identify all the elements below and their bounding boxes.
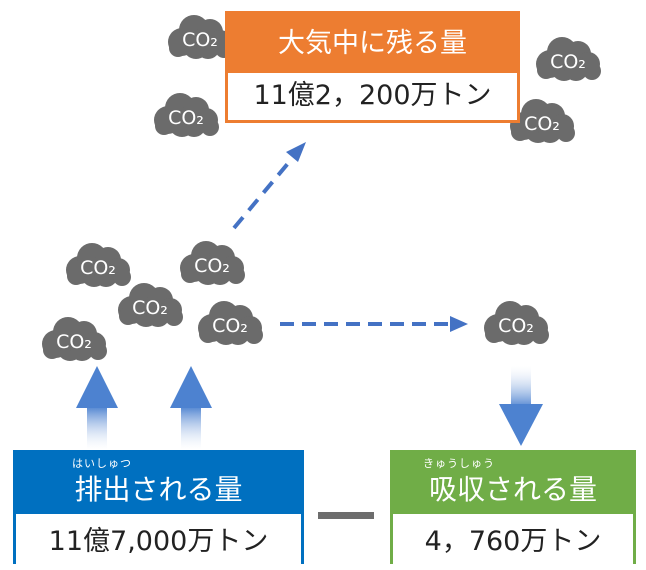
absorption-ruby: きゅうしゅう	[423, 457, 495, 470]
atmosphere-header: 大気中に残る量	[228, 14, 517, 73]
minus-sign	[318, 512, 374, 519]
co2-label: CO₂	[56, 331, 92, 353]
co2-label: CO₂	[524, 113, 560, 135]
co2-label: CO₂	[182, 29, 218, 51]
atmosphere-box: 大気中に残る量 11億2，200万トン	[225, 11, 520, 123]
cloud-mid-4: CO₂	[198, 301, 263, 345]
absorption-box: きゅうしゅう 吸収される量 4，760万トン	[390, 450, 636, 564]
absorption-value: 4，760万トン	[393, 514, 633, 564]
down-arrow-absorption	[499, 366, 543, 446]
emission-title: 排出される量	[74, 473, 243, 506]
co2-label: CO₂	[132, 297, 168, 319]
up-arrow-right	[170, 366, 212, 450]
emission-value: 11億7,000万トン	[16, 514, 301, 564]
atmosphere-value: 11億2，200万トン	[228, 73, 517, 120]
cloud-top-right-1: CO₂	[536, 37, 601, 81]
arrow-to-atmosphere	[232, 142, 306, 230]
absorption-header: きゅうしゅう 吸収される量	[393, 453, 633, 514]
co2-label: CO₂	[168, 107, 204, 129]
up-arrow-left	[76, 366, 118, 450]
emission-box: はいしゅつ 排出される量 11億7,000万トン	[13, 450, 304, 564]
co2-label: CO₂	[498, 315, 534, 337]
cloud-absorbed: CO₂	[484, 301, 549, 345]
arrow-to-absorption	[280, 316, 468, 332]
cloud-top-left-1: CO₂	[168, 15, 233, 59]
cloud-mid-2: CO₂	[180, 241, 245, 285]
cloud-mid-1: CO₂	[66, 243, 131, 287]
cloud-top-right-2: CO₂	[510, 99, 575, 143]
co2-label: CO₂	[80, 257, 116, 279]
atmosphere-title: 大気中に残る量	[278, 28, 467, 59]
co2-label: CO₂	[550, 51, 586, 73]
cloud-mid-3: CO₂	[118, 283, 183, 327]
cloud-mid-5: CO₂	[42, 317, 107, 361]
absorption-title: 吸収される量	[428, 473, 597, 506]
cloud-top-left-2: CO₂	[154, 93, 219, 137]
emission-ruby: はいしゅつ	[72, 457, 132, 470]
emission-header: はいしゅつ 排出される量	[16, 453, 301, 514]
co2-label: CO₂	[194, 255, 230, 277]
co2-label: CO₂	[212, 315, 248, 337]
